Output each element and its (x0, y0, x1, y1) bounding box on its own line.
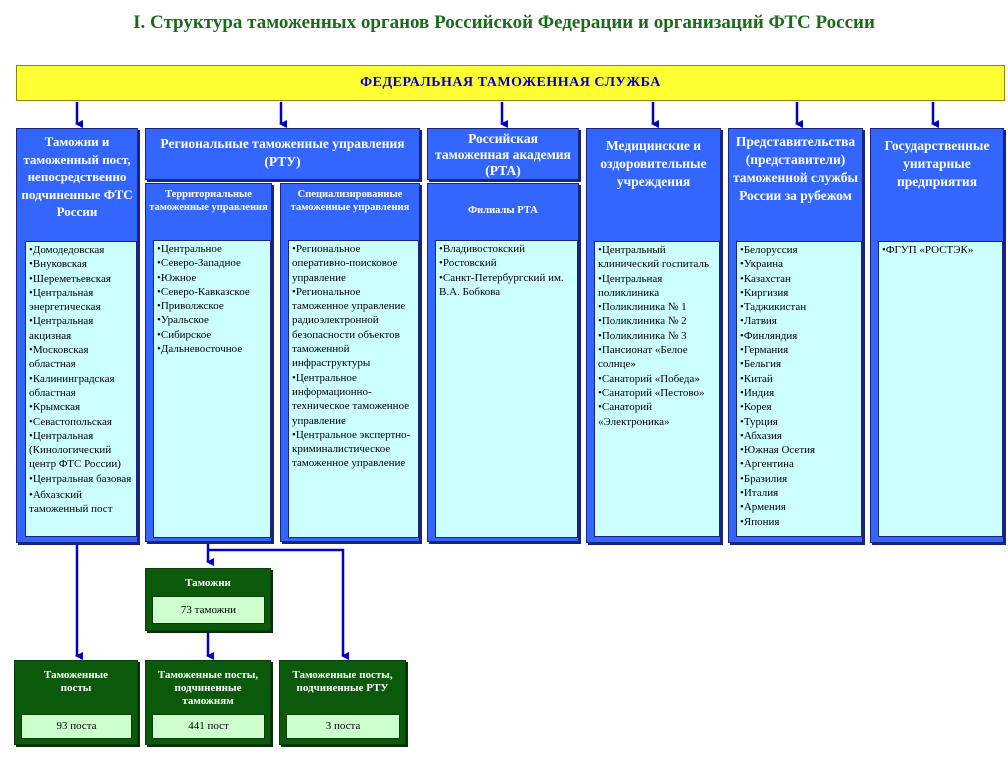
line-rtu-to-rtu-posts (208, 548, 349, 660)
list-item: •Бельгия (740, 358, 782, 371)
customs-count-box: Таможни 73 таможни (145, 568, 271, 631)
list-item: •Региональное таможенное управление ради… (292, 285, 408, 370)
academy-column-head: Российская таможенная академия (РТА) (435, 131, 571, 178)
rtu-territorial-head: Территориальные таможенные управления (149, 189, 268, 213)
enterprises-column-head: Государственные унитарные предприятия (884, 138, 990, 189)
list-item: •Поликлиника № 2 (598, 315, 687, 328)
list-item: •Сибирское (157, 328, 212, 341)
abroad-list: •Белоруссия •Украина •Казахстан •Киргизи… (736, 241, 862, 537)
list-item: •Латвия (740, 315, 777, 328)
posts-head: Таможенные посты (44, 669, 108, 694)
list-item: •Южное (157, 271, 197, 284)
list-item: •Казахстан (740, 272, 791, 285)
rtu-specialized-head: Специализированные таможенные управления (290, 189, 410, 213)
enterprises-column: Государственные унитарные предприятия •Ф… (870, 128, 1004, 543)
list-item: •Северо-Западное (157, 257, 241, 270)
medical-list: •Центральный клинический госпиталь •Цент… (594, 241, 720, 537)
list-item: •Центральная энергетическая (29, 286, 101, 314)
academy-column: Российская таможенная академия (РТА) (427, 128, 579, 180)
list-item: •Поликлиника № 1 (598, 301, 687, 314)
list-item: •Германия (740, 344, 789, 357)
customs-count-value: 73 таможни (152, 596, 265, 624)
rtu-specialized-box: Специализированные таможенные управления… (280, 183, 420, 542)
list-item: •Шереметьевская (29, 272, 111, 285)
list-item: •Южная Осетия (740, 444, 816, 457)
list-item: •Центральный клинический госпиталь (598, 244, 710, 271)
list-item: •Приволжское (157, 300, 224, 313)
list-item: •ФГУП «РОСТЭК» (882, 244, 974, 256)
medical-column-head: Медицинские и оздоровительные учреждения (600, 138, 707, 189)
fts-box: ФЕДЕРАЛЬНАЯ ТАМОЖЕННАЯ СЛУЖБА (16, 65, 1005, 101)
posts-rtu-box: Таможенные посты, подчиненные РТУ 3 пост… (279, 660, 406, 745)
rtu-column: Региональные таможенные управления (РТУ) (145, 128, 420, 180)
list-item: •Поликлиника № 3 (598, 329, 687, 342)
posts-rtu-value: 3 поста (286, 714, 400, 739)
academy-branches-head: Филиалы РТА (468, 205, 538, 216)
posts-customs-box: Таможенные посты, подчиненные таможням 4… (145, 660, 271, 745)
list-item: •Ростовский (439, 257, 497, 270)
list-item: •Домодедовская (29, 244, 105, 256)
list-item: •Пансионат «Белое солнце» (598, 344, 691, 371)
list-item: •Таджикистан (740, 301, 807, 314)
medical-column: Медицинские и оздоровительные учреждения… (586, 128, 721, 543)
list-item: •Украина (740, 258, 784, 271)
customs-count-head: Таможни (185, 577, 231, 589)
customs-column: Таможни и таможенный пост, непосредствен… (16, 128, 138, 543)
list-item: •Санаторий «Электроника» (598, 401, 670, 428)
rtu-territorial-list: •Центральное •Северо-Западное •Южное •Се… (153, 240, 271, 538)
list-item: •Севастопольская (29, 415, 112, 428)
list-item: •Санкт-Петербургский им. В.А. Бобкова (439, 271, 567, 298)
list-item: •Владивостокский (439, 243, 526, 255)
list-item: •Центральное экспертно-криминалистическо… (292, 428, 411, 470)
customs-list: •Домодедовская •Внуковская •Шереметьевск… (25, 241, 137, 537)
list-item: •Турция (740, 415, 778, 428)
list-item: •Московская областная (29, 344, 92, 371)
customs-column-head: Таможни и таможенный пост, непосредствен… (21, 134, 133, 219)
posts-customs-value: 441 пост (152, 714, 265, 739)
list-item: •Абхазский таможенный пост (29, 489, 113, 516)
list-item: •Абхазия (740, 429, 782, 442)
list-item: •Дальневосточное (157, 343, 243, 356)
academy-branches-list: •Владивостокский •Ростовский •Санкт-Пете… (435, 240, 578, 538)
list-item: •Китай (740, 372, 773, 385)
rtu-specialized-list: •Региональное оперативно-поисковое управ… (288, 240, 419, 538)
list-item: •Корея (740, 401, 772, 414)
enterprises-list: •ФГУП «РОСТЭК» (878, 241, 1003, 537)
list-item: •Крымская (29, 401, 81, 414)
academy-branches-box: Филиалы РТА •Владивостокский •Ростовский… (427, 183, 579, 542)
list-item: •Италия (740, 487, 779, 500)
list-item: •Армения (740, 501, 786, 514)
list-item: •Северо-Кавказское (157, 285, 250, 298)
list-item: •Центральная поликлиника (598, 272, 666, 299)
list-item: •Санаторий «Победа» (598, 372, 700, 385)
list-item: •Киргизия (740, 286, 789, 299)
abroad-column-head: Представительства (представители) таможе… (732, 134, 859, 203)
list-item: •Центральная базовая (29, 472, 132, 485)
list-item: •Аргентина (740, 458, 794, 471)
rtu-territorial-box: Территориальные таможенные управления •Ц… (145, 183, 272, 542)
list-item: •Финляндия (740, 329, 798, 342)
list-item: •Уральское (157, 314, 209, 327)
posts-value: 93 поста (21, 714, 132, 739)
posts-rtu-head: Таможенные посты, подчиненные РТУ (292, 669, 393, 694)
list-item: •Бразилия (740, 472, 788, 485)
abroad-column: Представительства (представители) таможе… (728, 128, 863, 543)
list-item: •Япония (740, 515, 780, 528)
list-item: •Белоруссия (740, 244, 798, 256)
page-title: I. Структура таможенных органов Российск… (133, 12, 875, 33)
rtu-column-head: Региональные таможенные управления (РТУ) (160, 136, 405, 169)
list-item: •Индия (740, 386, 775, 399)
list-item: •Региональное оперативно-поисковое управ… (292, 243, 401, 284)
list-item: •Внуковская (29, 258, 87, 271)
posts-customs-head: Таможенные посты, подчиненные таможням (157, 669, 259, 707)
list-item: •Санаторий «Пестово» (598, 386, 705, 399)
posts-box: Таможенные посты 93 поста (14, 660, 138, 745)
list-item: •Центральная (Кинологический центр ФТС Р… (29, 429, 121, 471)
list-item: •Центральное информационно-техническое т… (292, 371, 412, 427)
list-item: •Центральная акцизная (29, 315, 97, 342)
list-item: •Калининградская областная (29, 372, 118, 399)
list-item: •Центральное (157, 243, 222, 255)
